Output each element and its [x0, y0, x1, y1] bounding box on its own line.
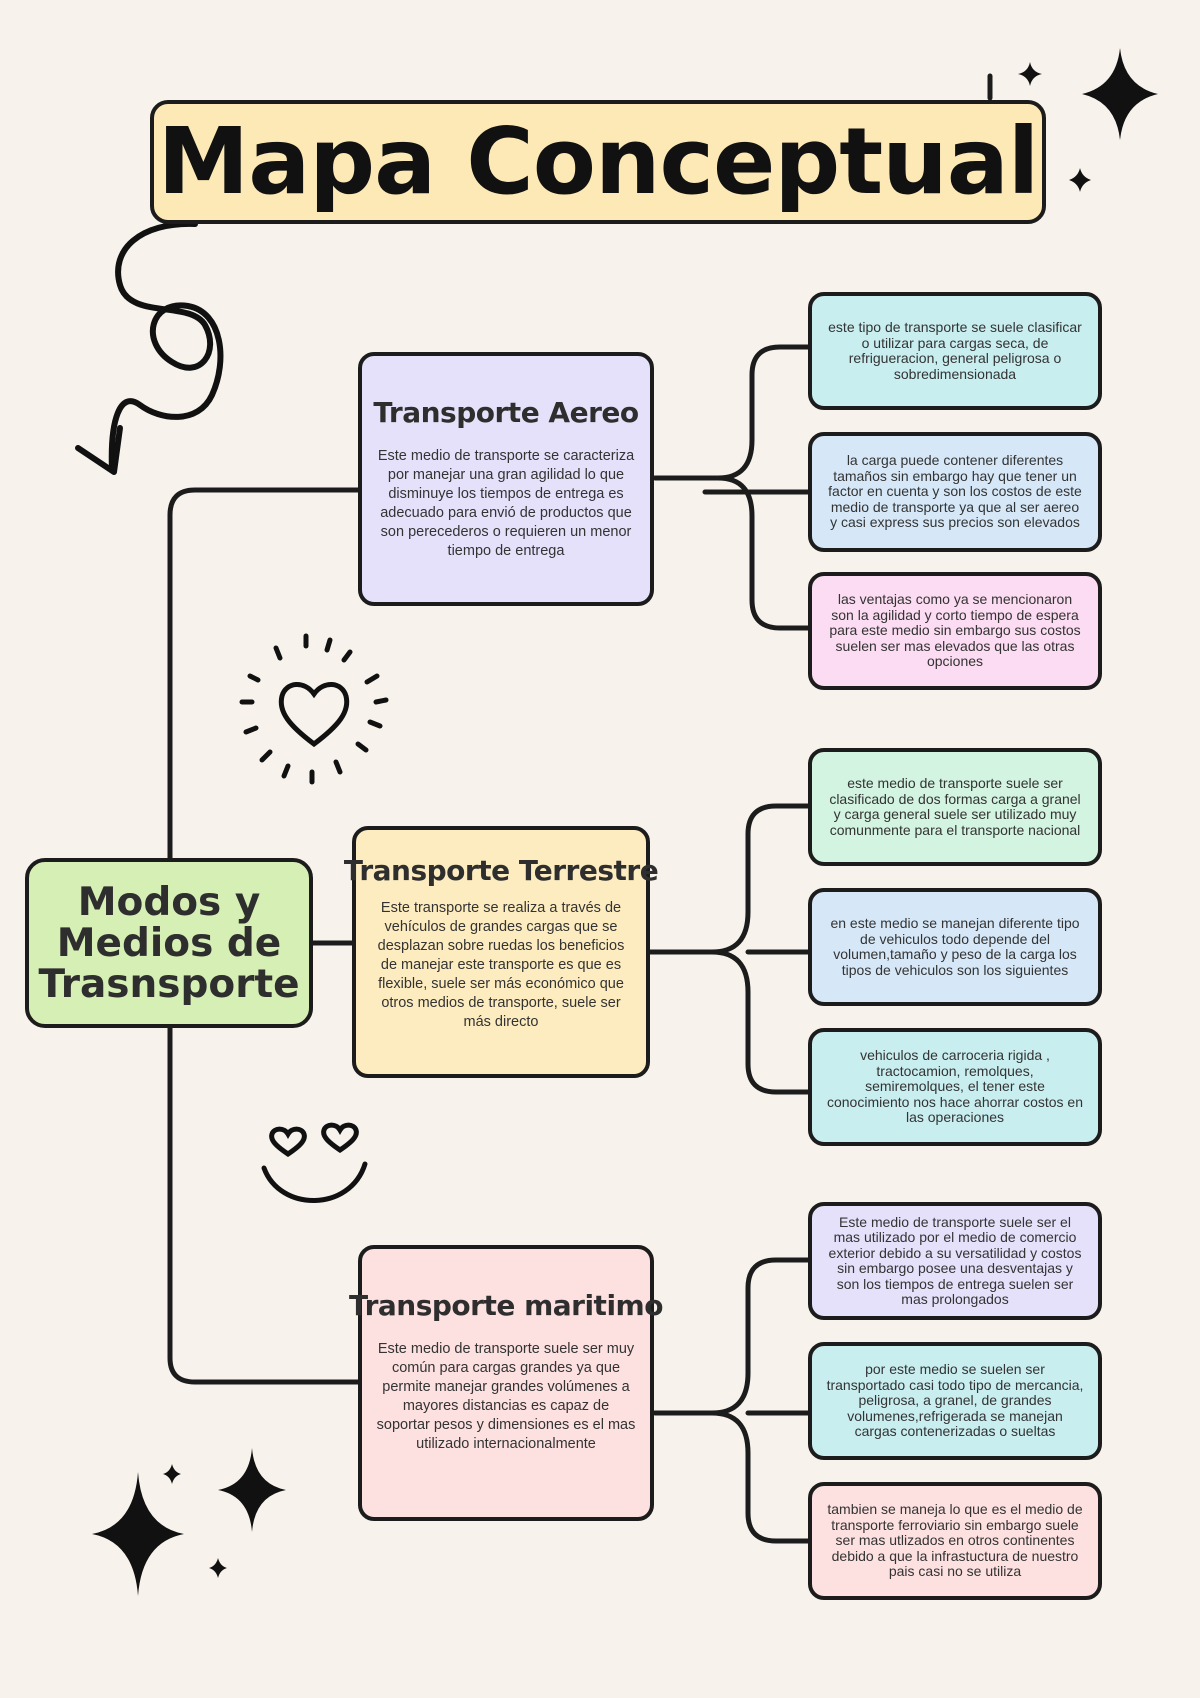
aereo-detail-3: las ventajas como ya se mencionaron son …: [808, 572, 1102, 690]
title-box: Mapa Conceptual: [150, 100, 1046, 224]
brace-aereo: [652, 344, 811, 631]
terrestre-detail-3-text: vehiculos de carroceria rigida , tractoc…: [826, 1047, 1084, 1126]
terrestre-detail-2: en este medio se manejan diferente tipo …: [808, 888, 1102, 1006]
root-concept-box: Modos y Medios de Trasnsporte: [25, 858, 313, 1028]
root-concept-label: Modos y Medios de Trasnsporte: [38, 879, 300, 1007]
connector-root-to-maritimo: [167, 1025, 361, 1385]
branch-terrestre-box: Transporte Terrestre Este transporte se …: [344, 826, 659, 1078]
brace-maritimo: [652, 1257, 811, 1544]
page-title: Mapa Conceptual: [157, 108, 1040, 215]
terrestre-detail-1-text: este medio de transporte suele ser clasi…: [829, 775, 1081, 838]
branch-terrestre-title: Transporte Terrestre: [343, 854, 659, 887]
aereo-detail-2: la carga puede contener diferentes tamañ…: [808, 432, 1102, 552]
aereo-detail-3-text: las ventajas como ya se mencionaron son …: [829, 591, 1081, 670]
maritimo-detail-3: tambien se maneja lo que es el medio de …: [808, 1482, 1102, 1600]
heart-eyes-smiley-icon: [261, 1122, 368, 1203]
maritimo-detail-2-text: por este medio se suelen ser transportad…: [826, 1361, 1084, 1440]
branch-terrestre-body: Este transporte se realiza a través de v…: [377, 900, 625, 1030]
terrestre-detail-1: este medio de transporte suele ser clasi…: [808, 748, 1102, 866]
branch-aereo-body: Este medio de transporte se caracteriza …: [377, 448, 635, 559]
maritimo-detail-1-text: Este medio de transporte suele ser el ma…: [828, 1213, 1082, 1307]
maritimo-detail-2: por este medio se suelen ser transportad…: [808, 1342, 1102, 1460]
maritimo-detail-1: Este medio de transporte suele ser el ma…: [808, 1202, 1102, 1320]
aereo-detail-1-text: este tipo de transporte se suele clasifi…: [828, 319, 1082, 382]
connector-root-to-aereo: [167, 487, 361, 861]
brace-terrestre: [645, 803, 811, 1095]
terrestre-detail-3: vehiculos de carroceria rigida , tractoc…: [808, 1028, 1102, 1146]
heart-sun-icon: [239, 633, 389, 785]
branch-aereo-title: Transporte Aereo: [373, 396, 639, 429]
swirl-arrow-icon: [75, 220, 224, 475]
aereo-detail-1: este tipo de transporte se suele clasifi…: [808, 292, 1102, 410]
aereo-detail-2-text: la carga puede contener diferentes tamañ…: [828, 452, 1082, 531]
branch-maritimo-title: Transporte maritimo: [349, 1289, 663, 1322]
branch-maritimo-box: Transporte maritimo Este medio de transp…: [349, 1245, 663, 1521]
sparkle-icon: [92, 48, 1158, 1596]
branch-aereo-box: Transporte Aereo Este medio de transport…: [358, 352, 654, 606]
branch-maritimo-body: Este medio de transporte suele ser muy c…: [376, 1341, 636, 1452]
terrestre-detail-2-text: en este medio se manejan diferente tipo …: [830, 915, 1080, 978]
maritimo-detail-3-text: tambien se maneja lo que es el medio de …: [827, 1501, 1083, 1580]
